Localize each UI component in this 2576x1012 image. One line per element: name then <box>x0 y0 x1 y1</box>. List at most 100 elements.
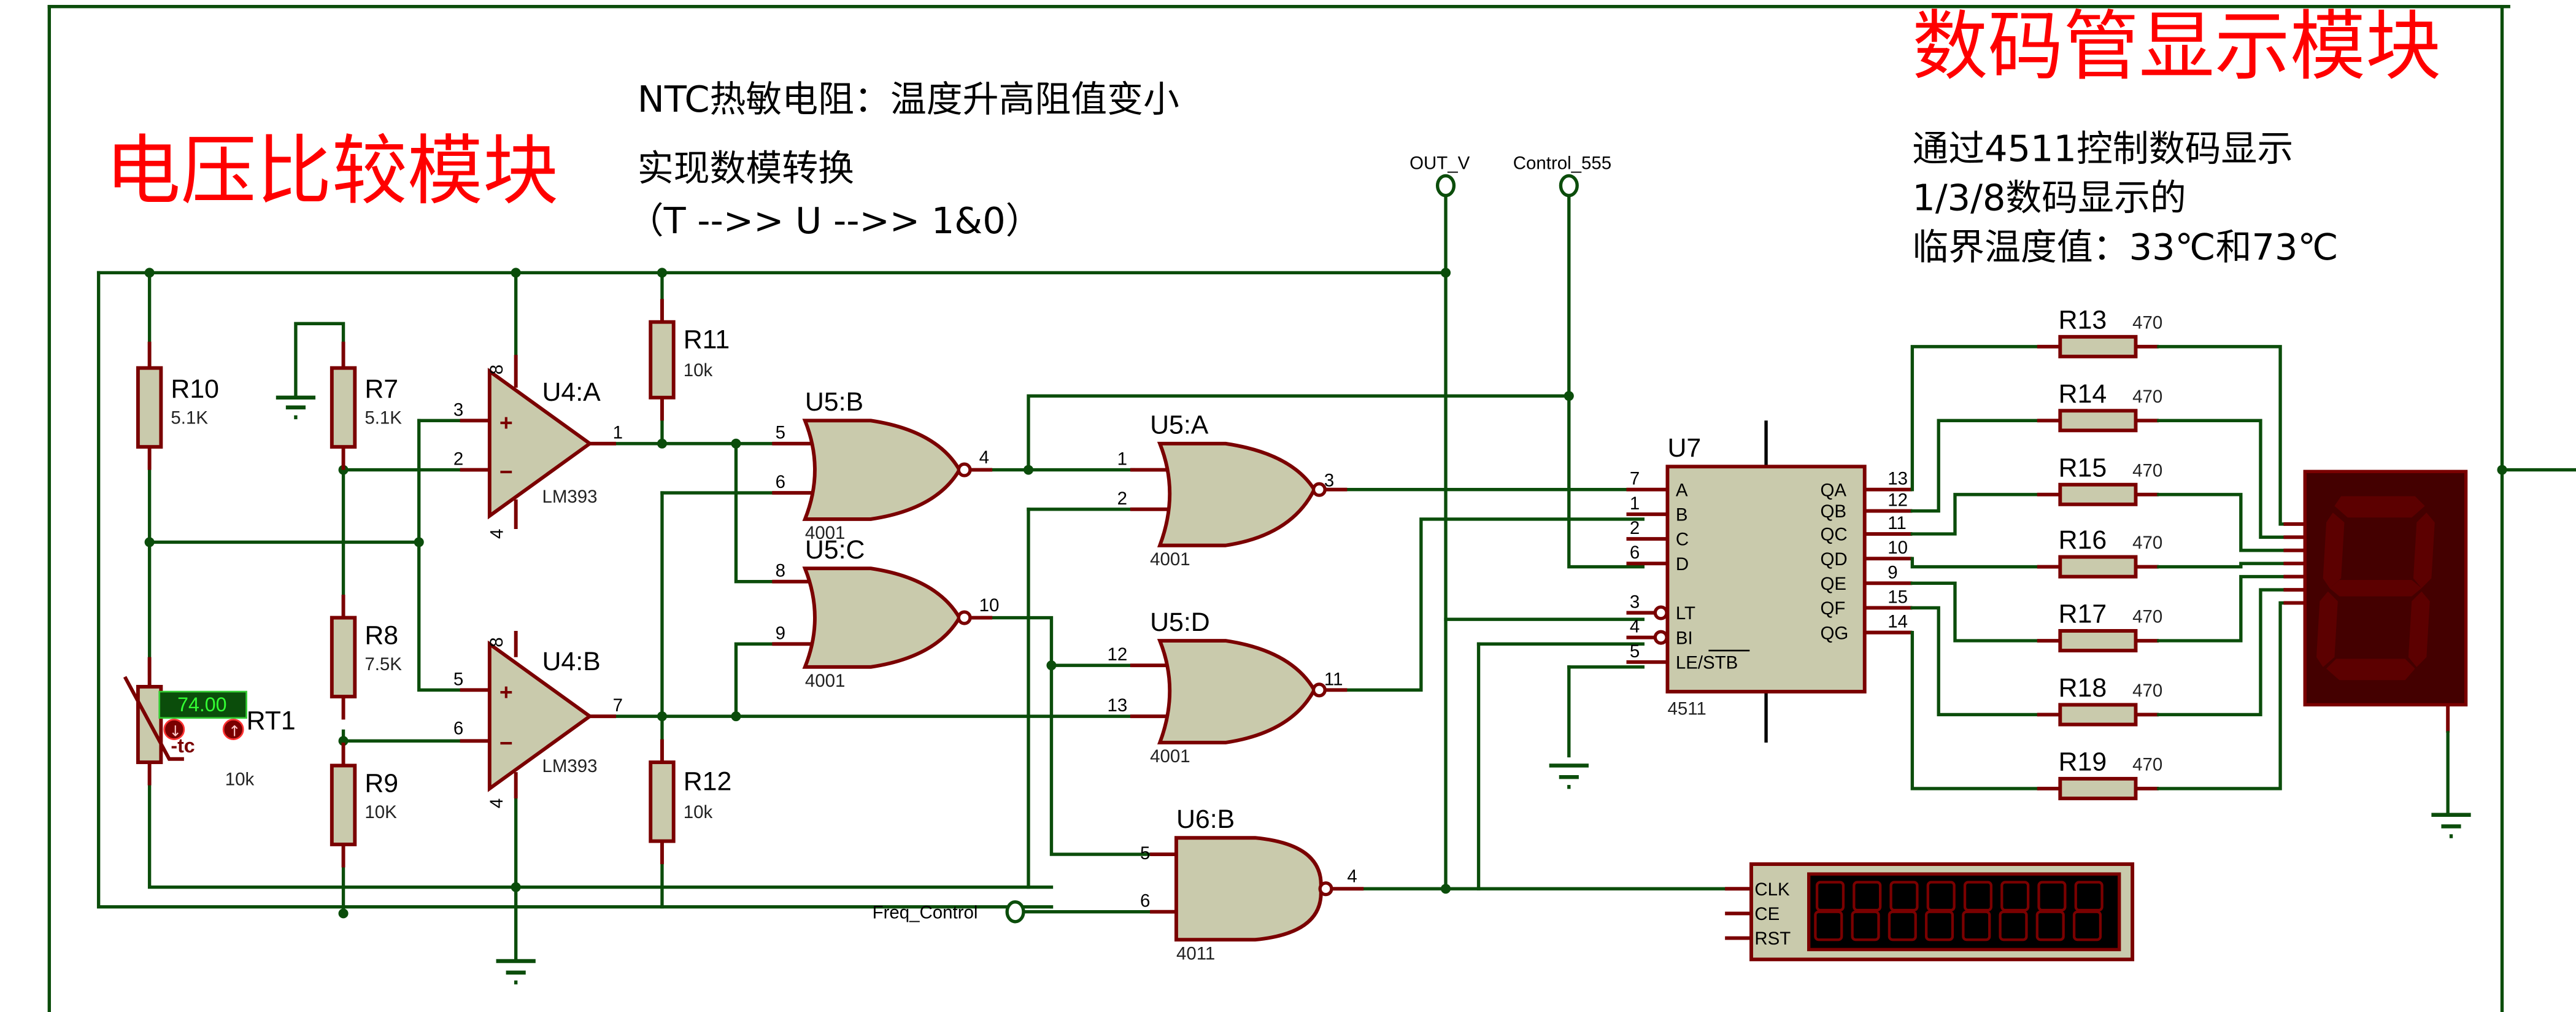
inversion-bubble <box>1653 605 1668 620</box>
pin-number: 8 <box>487 365 507 374</box>
net-wire <box>1910 581 2039 643</box>
temperature-down-button[interactable]: ↓ <box>163 719 185 740</box>
u5b-ref: U5:B <box>805 387 863 417</box>
pin-number: 3 <box>1324 470 1334 490</box>
lcd-digit <box>1999 881 2030 941</box>
u7-pin-number: 3 <box>1630 592 1640 612</box>
voltage-compare-module-title: 电压比较模块 <box>105 128 558 215</box>
resistor-ref: R16 <box>2059 525 2107 555</box>
u7-pin-number: 15 <box>1888 587 1908 607</box>
rt1-ref: RT1 <box>247 706 296 736</box>
u5c-ref: U5:C <box>805 535 865 565</box>
pin-number: 1 <box>613 423 623 443</box>
terminal-control-555[interactable]: Control_555 <box>1513 153 1611 198</box>
u7-pin-name: D <box>1676 554 1689 574</box>
nand-gate-u6b[interactable]: U6:B 4011 5 6 4 <box>1140 805 1364 964</box>
u7-pin-number: 4 <box>1630 617 1640 637</box>
net-wire <box>1910 630 2039 790</box>
comparator-u4a[interactable]: + − U4:A LM393 3 2 1 8 4 <box>453 355 623 539</box>
lcd-digit <box>1924 881 1956 941</box>
counter-display[interactable]: CLK CE RST <box>1725 862 2135 962</box>
ntc-note-line1: NTC热敏电阻：温度升高阻值变小 <box>638 78 1179 120</box>
temperature-up-button[interactable]: ↑ <box>222 719 244 740</box>
u6b-part: 4011 <box>1176 943 1215 964</box>
seven-segment-display[interactable] <box>2303 469 2468 817</box>
resistor-r12[interactable]: R12 10k <box>649 739 731 865</box>
pin-number: 5 <box>776 423 785 443</box>
temperature-readout: 74.00 <box>177 693 226 716</box>
thermistor-rt1[interactable]: 74.00 ↓ ↑ -tc RT1 10k <box>123 657 296 790</box>
resistor-ref: R13 <box>2059 305 2107 334</box>
plus-sign: + <box>499 409 513 435</box>
pin-number: 5 <box>1140 843 1150 863</box>
resistor-value: 470 <box>2132 312 2162 333</box>
r7-ref: R7 <box>364 374 398 404</box>
lcd-digit <box>1851 881 1882 941</box>
resistor-r10[interactable]: R10 5.1K <box>136 341 219 470</box>
r11-value: 10k <box>684 360 713 380</box>
u5a-part: 4001 <box>1150 549 1190 570</box>
comparator-u4b[interactable]: + − U4:B LM393 5 6 7 8 4 <box>453 630 623 808</box>
resistor-r9[interactable]: R9 10K <box>330 742 398 868</box>
pin-number: 10 <box>979 595 1000 616</box>
r10-value: 5.1K <box>171 408 208 428</box>
resistor-r19[interactable]: R19 470 <box>1910 601 2305 800</box>
arrow-up-icon: ↑ <box>228 722 241 740</box>
u4b-ref: U4:B <box>542 647 601 676</box>
u5d-part: 4001 <box>1150 746 1190 767</box>
resistor-ref: R19 <box>2059 747 2107 776</box>
inversion-bubble <box>1653 630 1668 645</box>
u7-part: 4511 <box>1667 698 1706 719</box>
net-wire <box>2157 601 2286 790</box>
pin-number: 11 <box>1324 669 1343 689</box>
resistor-ref: R15 <box>2059 453 2107 482</box>
terminal-out-v[interactable]: OUT_V <box>1409 153 1470 198</box>
net-wire <box>2157 419 2286 539</box>
u7-pin-name: A <box>1676 480 1688 500</box>
terminal-freq-control[interactable]: Freq_Control <box>873 900 1025 924</box>
lcd-digit <box>1962 881 1993 941</box>
resistor-r16[interactable]: R16 470 <box>1910 525 2305 579</box>
u7-pin-number: 13 <box>1888 469 1908 489</box>
resistor-r11[interactable]: R11 10k <box>649 299 730 421</box>
counter-pin-rst: RST <box>1754 929 1791 949</box>
resistor-r15[interactable]: R15 470 <box>1910 453 2305 552</box>
u7-pin-number: 7 <box>1630 469 1640 489</box>
resistor-r13[interactable]: R13 470 <box>1910 305 2305 526</box>
u5b-part: 4001 <box>805 523 846 543</box>
resistor-value: 470 <box>2132 607 2162 627</box>
pin-number: 2 <box>1117 489 1127 509</box>
net-wire <box>2157 574 2286 643</box>
resistor-r7[interactable]: R7 5.1K <box>330 341 402 470</box>
u7-pin-number: 12 <box>1888 490 1908 511</box>
freq-control-label: Freq_Control <box>873 902 978 922</box>
pin-number: 4 <box>979 447 989 468</box>
u7-pin-name: LE/STB <box>1676 653 1738 673</box>
ntc-note-line3: （T -->> U -->> 1&0） <box>628 199 1042 242</box>
pin-number: 6 <box>453 719 463 739</box>
u7-ref: U7 <box>1667 433 1701 463</box>
nor-gate-u5b[interactable]: U5:B 4001 5 6 4 <box>772 387 993 543</box>
resistor-ref: R17 <box>2059 600 2107 629</box>
nor-gate-u5a[interactable]: U5:A 4001 1 2 3 <box>1117 411 1348 570</box>
net-wire <box>1910 419 2039 513</box>
net-wire <box>1910 493 2039 536</box>
segment-digit-8 <box>2316 496 2435 681</box>
nor-gate-u5c[interactable]: U5:C 4001 8 9 10 <box>772 535 999 691</box>
pin-number: 8 <box>487 637 507 647</box>
pin-number: 4 <box>487 798 507 808</box>
nor-gate-u5d[interactable]: U5:D 4001 12 13 11 <box>1107 608 1348 767</box>
net-wire <box>1910 606 2039 717</box>
r7-value: 5.1K <box>364 408 402 428</box>
resistor-r17[interactable]: R17 470 <box>1910 574 2305 653</box>
u7-pin-name: B <box>1676 505 1688 525</box>
resistor-r8[interactable]: R8 7.5K <box>330 595 402 720</box>
u7-pin-name: BI <box>1676 628 1693 648</box>
resistor-value: 470 <box>2132 533 2162 553</box>
